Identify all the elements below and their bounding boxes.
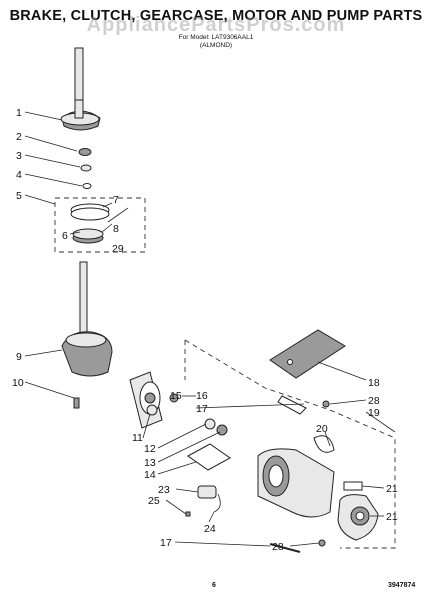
callout-29: 29	[112, 243, 124, 255]
motor-screw	[318, 539, 326, 547]
callout-7: 7	[113, 194, 119, 206]
callout-13: 13	[144, 457, 156, 469]
leader-lines	[24, 111, 396, 547]
spacer-part	[78, 148, 92, 156]
callout-2: 2	[16, 131, 22, 143]
motor-cover	[269, 329, 346, 379]
drive-coupling	[146, 404, 158, 416]
clutch-plate	[72, 228, 104, 240]
washer-part	[80, 164, 92, 172]
callout-24: 24	[204, 523, 216, 535]
shaft-collar	[74, 99, 84, 119]
coupling-insert-2	[216, 424, 228, 436]
page-number: 6	[212, 582, 216, 589]
callout-15: 15	[170, 390, 182, 402]
callout-11: 11	[132, 432, 143, 444]
coupling-screw	[169, 393, 179, 403]
capacitor-strap	[213, 493, 221, 513]
callout-9: 9	[16, 351, 22, 363]
callout-21-bottom: 21	[386, 511, 398, 523]
part-number: 3947874	[388, 582, 416, 589]
coupling-hub	[144, 392, 156, 404]
callout-17b: 17	[160, 537, 172, 549]
callout-28-bottom: 28	[272, 541, 284, 553]
model-line: For Model: LAT9306AAL1	[178, 34, 254, 41]
gearcase-top	[65, 332, 107, 348]
callout-28-top: 28	[368, 395, 380, 407]
callout-16: 16	[196, 390, 208, 402]
callout-1: 1	[16, 107, 22, 119]
clutch-pin	[107, 207, 129, 223]
coupling-insert	[204, 418, 216, 430]
motor-clip	[269, 543, 301, 553]
callout-6: 6	[62, 230, 68, 242]
callout-18: 18	[368, 377, 380, 389]
callout-25: 25	[148, 495, 160, 507]
watermark: AppliancePartsPros.com	[86, 14, 346, 36]
callout-5: 5	[16, 190, 22, 202]
callout-17: 17	[196, 403, 208, 415]
callout-14: 14	[144, 469, 156, 481]
retaining-ring-part	[82, 183, 92, 189]
motor-shield	[187, 443, 231, 471]
lower-shaft	[79, 261, 88, 335]
callout-20: 20	[316, 423, 328, 435]
color-line: (ALMOND)	[199, 42, 233, 49]
callout-21-top: 21	[386, 483, 398, 495]
callout-12: 12	[144, 443, 156, 455]
motor-group-outline	[184, 339, 396, 549]
callout-19: 19	[368, 407, 380, 419]
callout-4: 4	[16, 169, 22, 181]
callout-23: 23	[158, 484, 170, 496]
clutch-band	[70, 207, 110, 221]
callout-10: 10	[12, 377, 24, 389]
callout-3: 3	[16, 150, 22, 162]
capacitor-screw	[185, 511, 191, 517]
diagram-title: BRAKE, CLUTCH, GEARCASE, MOTOR AND PUMP …	[9, 8, 423, 24]
pump-clip	[343, 481, 363, 491]
bracket-screw	[322, 400, 330, 408]
motor-switch	[313, 435, 335, 453]
clutch-group-outline	[54, 197, 146, 253]
gearcase-bolt	[73, 397, 80, 409]
callout-8: 8	[113, 223, 119, 235]
capacitor	[197, 485, 217, 499]
